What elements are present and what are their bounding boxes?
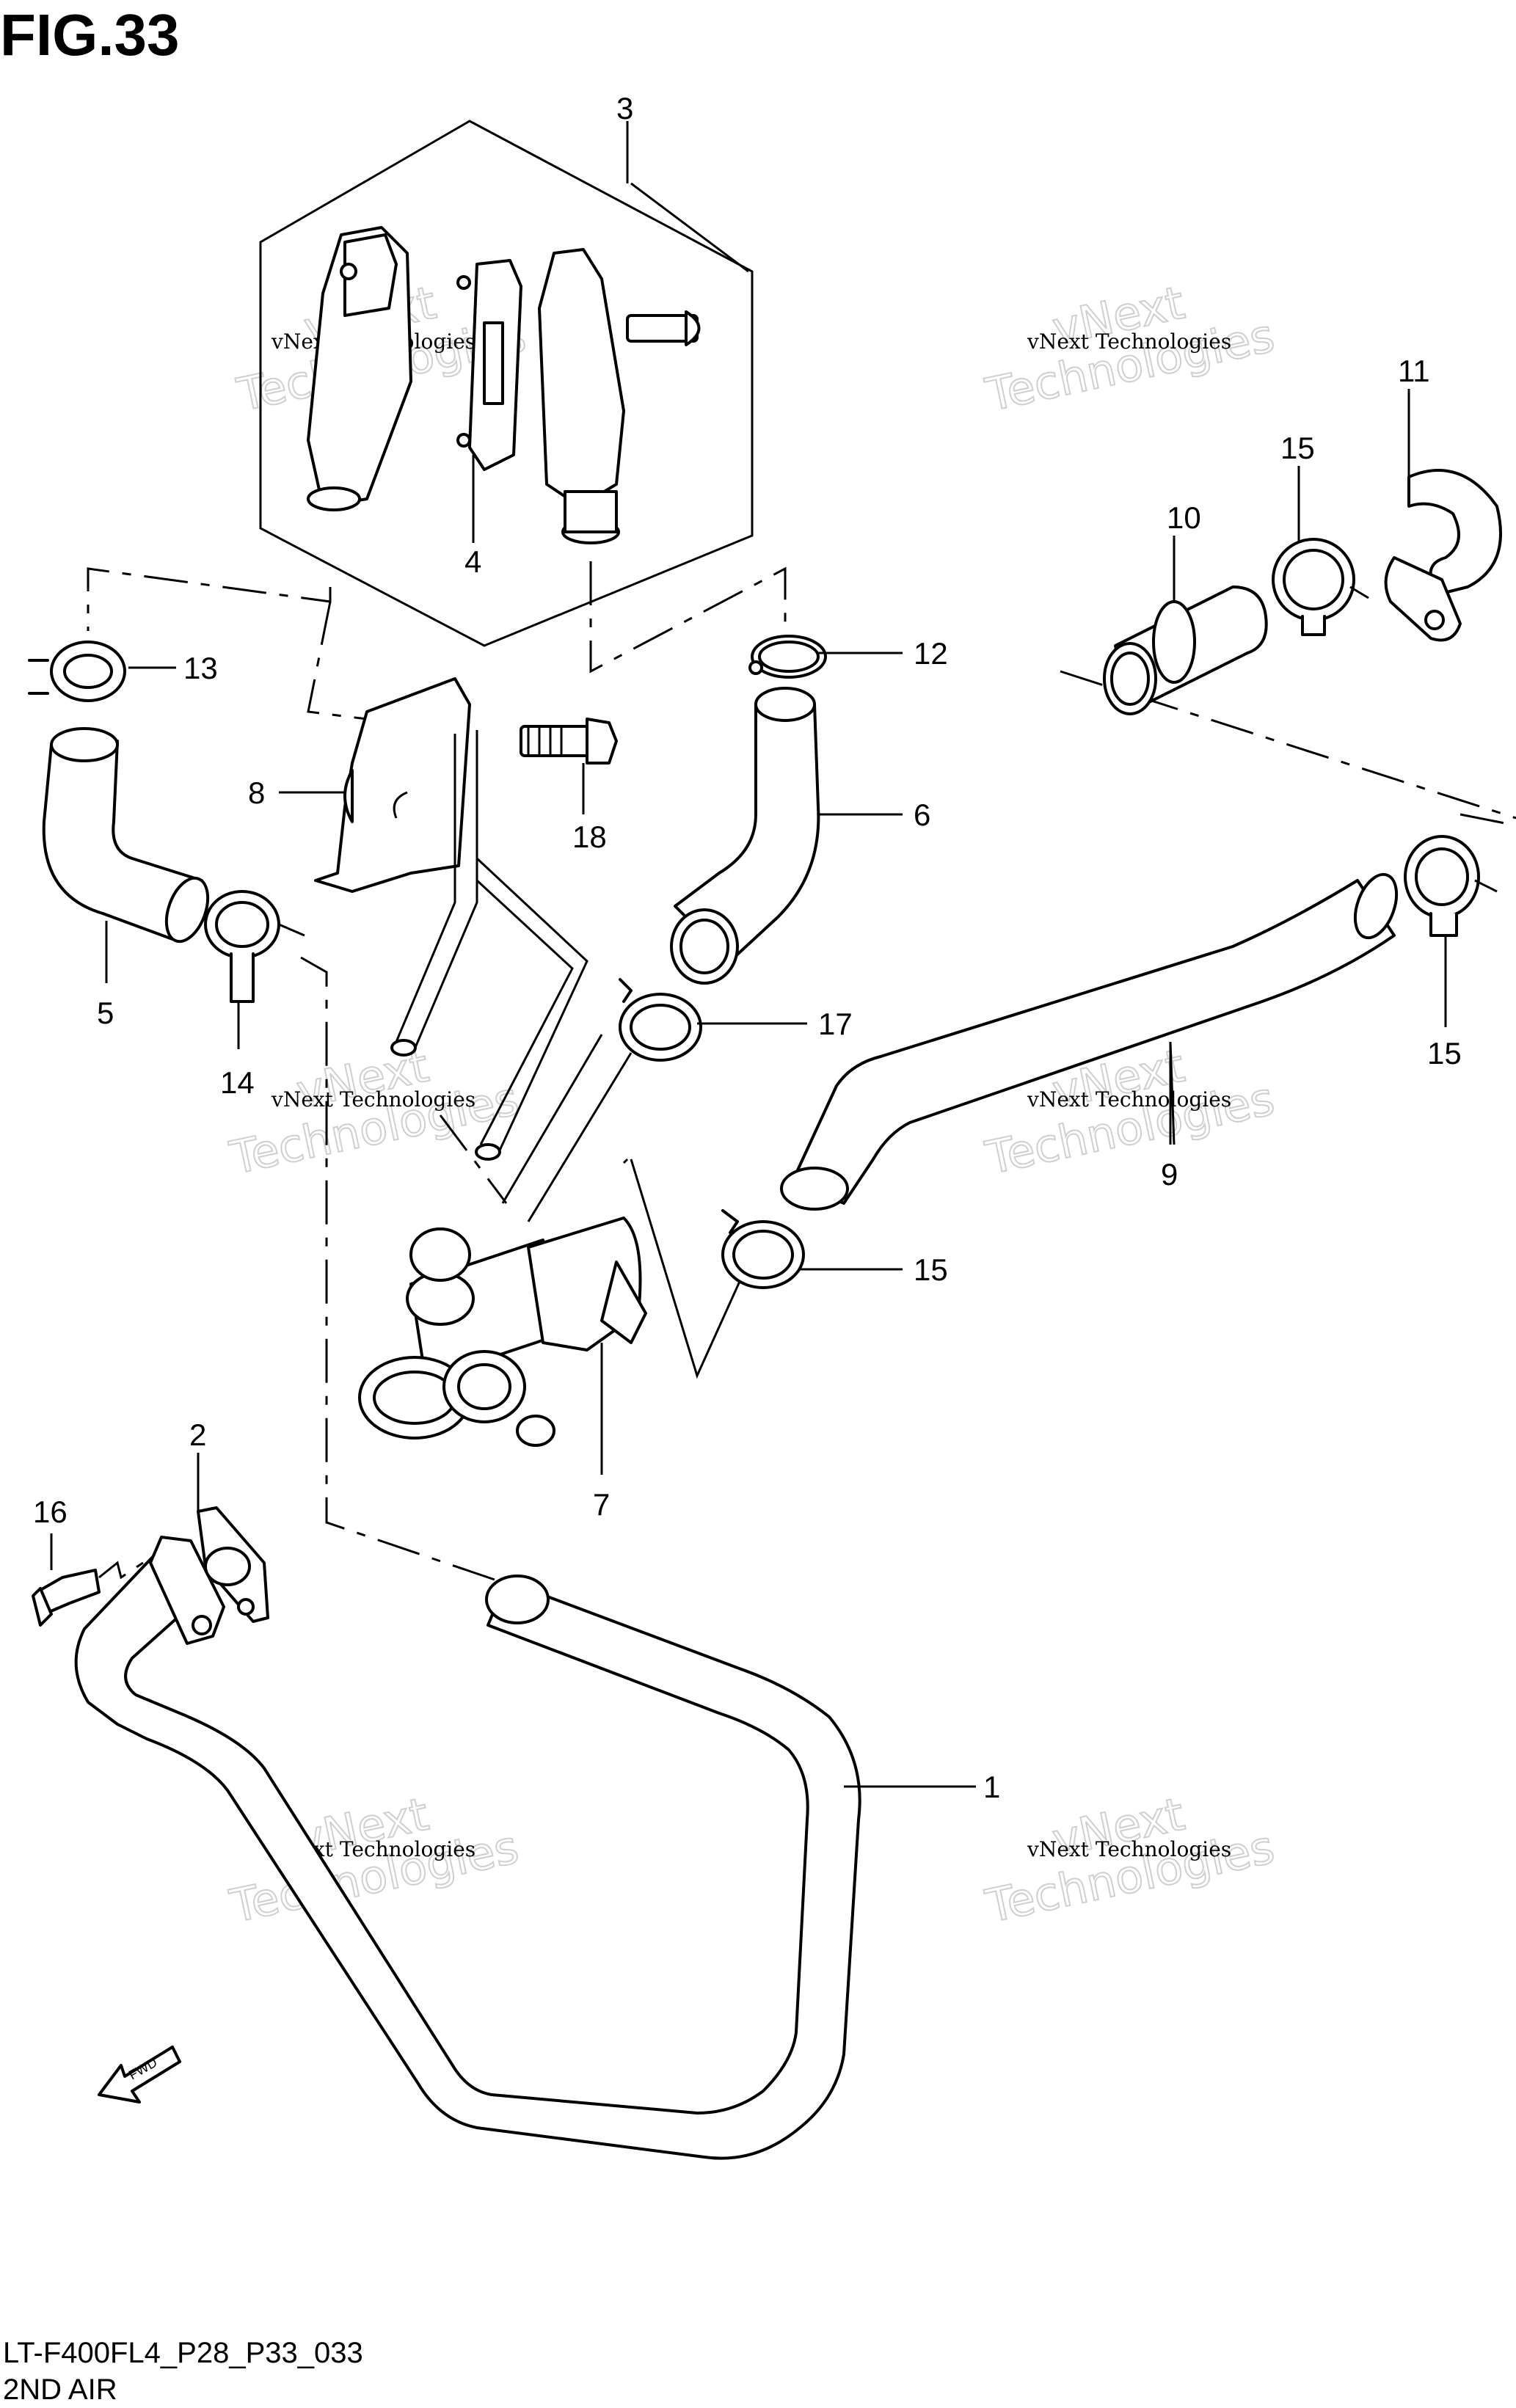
- callout-15-top: 15: [1280, 431, 1315, 465]
- fwd-arrow: FWD: [98, 2046, 181, 2104]
- callout-7: 7: [593, 1487, 610, 1522]
- callout-18: 16: [33, 1495, 68, 1529]
- leader-14-1: [300, 956, 500, 1583]
- gasket-2: [197, 1506, 269, 1623]
- hose-5: [42, 727, 210, 944]
- callout-9: 9: [1161, 1157, 1178, 1192]
- callout-6: 6: [914, 798, 930, 832]
- callout-11: 11: [1398, 354, 1430, 388]
- clamp-16: [619, 978, 702, 1062]
- leader-7-left: [439, 1114, 508, 1204]
- svg-text:vNext Technologies: vNext Technologies: [1027, 1837, 1231, 1861]
- callout-14: 14: [220, 1065, 255, 1100]
- callout-leaders: [50, 121, 1447, 1788]
- svg-text:vNext Technologies: vNext Technologies: [1027, 1087, 1231, 1112]
- clamp-12: [748, 635, 827, 679]
- svg-text:vNext Technologies: vNext Technologies: [271, 1087, 475, 1112]
- pipe-1: [74, 1554, 861, 2160]
- callout-labels: 3 4 13 12 6 17 15 8 18 5 14 10 15 11 15 …: [33, 91, 1462, 1804]
- callout-15-lower: 15: [914, 1252, 948, 1287]
- leader-8: [307, 601, 368, 720]
- bolt-17: [520, 718, 618, 765]
- callout-1: 1: [983, 1770, 1000, 1804]
- drawing-code: LT-F400FL4_P28_P33_033: [3, 2337, 363, 2369]
- bracket-8: [314, 677, 471, 893]
- callout-3: 3: [616, 91, 633, 125]
- reed-valve-assembly-frame: [259, 120, 754, 647]
- callout-8: 8: [248, 776, 265, 810]
- callout-5: 5: [97, 996, 114, 1030]
- callout-4: 4: [464, 544, 481, 579]
- callout-2: 2: [189, 1418, 206, 1452]
- callout-13: 13: [183, 651, 218, 685]
- callout-15-right: 15: [1427, 1036, 1462, 1070]
- reed-valve-screw: [626, 310, 701, 346]
- callout-12: 12: [914, 636, 948, 671]
- callout-10: 10: [1167, 500, 1201, 535]
- reed-valve-body: [538, 248, 625, 544]
- bolt-18: [32, 1561, 144, 1627]
- hose-9: [780, 872, 1399, 1211]
- callout-16: 17: [818, 1007, 853, 1041]
- callout-17: 18: [572, 820, 607, 854]
- small-pipe: [390, 730, 588, 1161]
- clamp-15-lower: [721, 1209, 805, 1289]
- leader-9-right: [1459, 813, 1516, 827]
- leader-12: [589, 561, 787, 674]
- reed-valve-cover: [307, 226, 412, 511]
- figure-title: FIG.33: [0, 2, 180, 68]
- watermark-mid-left: Technologies vNext vNext Technologies: [225, 1038, 524, 1186]
- leader-13: [87, 567, 332, 631]
- clamp-15-top: [1272, 538, 1369, 636]
- clamp-14: [204, 890, 305, 1003]
- pipe-flange: [149, 1536, 225, 1645]
- second-air-valve: [358, 1034, 647, 1447]
- watermark-top-right: Technologies vNext vNext Technologies: [980, 275, 1280, 423]
- clamp-15-right: [1404, 835, 1498, 937]
- watermark-low-right: Technologies vNext vNext Technologies: [980, 1787, 1280, 1934]
- leader-7-right: [630, 1159, 750, 1379]
- reed-valve: [456, 259, 522, 471]
- clamp-13: [28, 641, 126, 702]
- svg-text:vNext Technologies: vNext Technologies: [1027, 329, 1231, 354]
- joint-10: [1103, 585, 1268, 715]
- clamp-11: [1384, 469, 1502, 642]
- hose-6: [670, 687, 820, 985]
- figure-caption: 2ND AIR: [3, 2374, 117, 2406]
